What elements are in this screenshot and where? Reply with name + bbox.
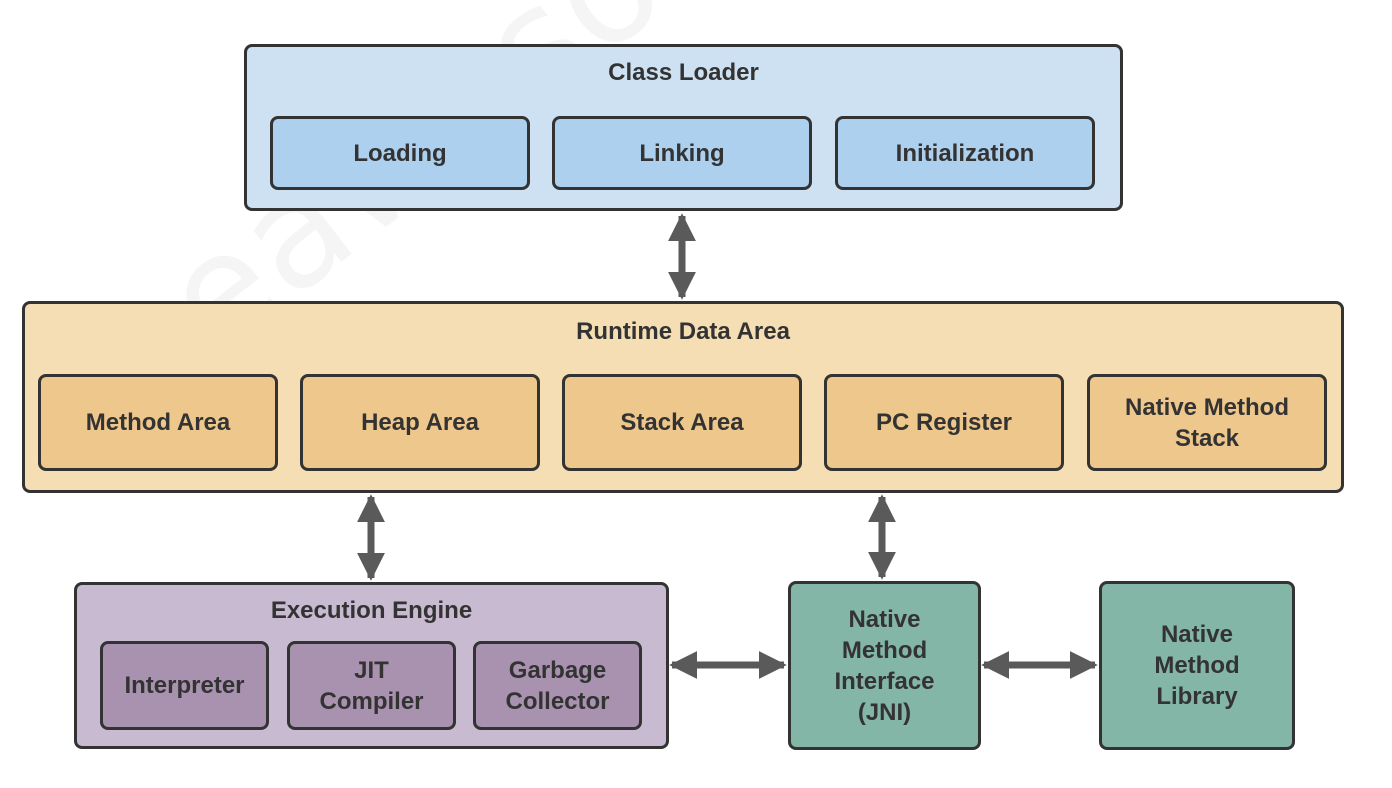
execution-engine-title: Execution Engine bbox=[270, 597, 473, 624]
execution-engine-box: Execution Engine Interpreter JIT Compile… bbox=[74, 582, 669, 749]
stack-area-box: Stack Area bbox=[562, 374, 802, 471]
interpreter-box: Interpreter bbox=[100, 641, 269, 730]
native-method-stack-box: Native Method Stack bbox=[1087, 374, 1327, 471]
initialization-box: Initialization bbox=[835, 116, 1095, 190]
class-loader-box: Class Loader Loading Linking Initializat… bbox=[244, 44, 1123, 211]
method-area-box: Method Area bbox=[38, 374, 278, 471]
class-loader-title: Class Loader bbox=[608, 59, 759, 86]
native-method-library-box: Native Method Library bbox=[1099, 581, 1295, 750]
linking-box: Linking bbox=[552, 116, 812, 190]
native-method-interface-box: Native Method Interface (JNI) bbox=[788, 581, 981, 750]
garbage-collector-box: Garbage Collector bbox=[473, 641, 642, 730]
jit-compiler-box: JIT Compiler bbox=[287, 641, 456, 730]
heap-area-box: Heap Area bbox=[300, 374, 540, 471]
runtime-data-area-title: Runtime Data Area bbox=[576, 318, 790, 345]
pc-register-box: PC Register bbox=[824, 374, 1064, 471]
loading-box: Loading bbox=[270, 116, 530, 190]
runtime-data-area-box: Runtime Data Area Method Area Heap Area … bbox=[22, 301, 1344, 493]
